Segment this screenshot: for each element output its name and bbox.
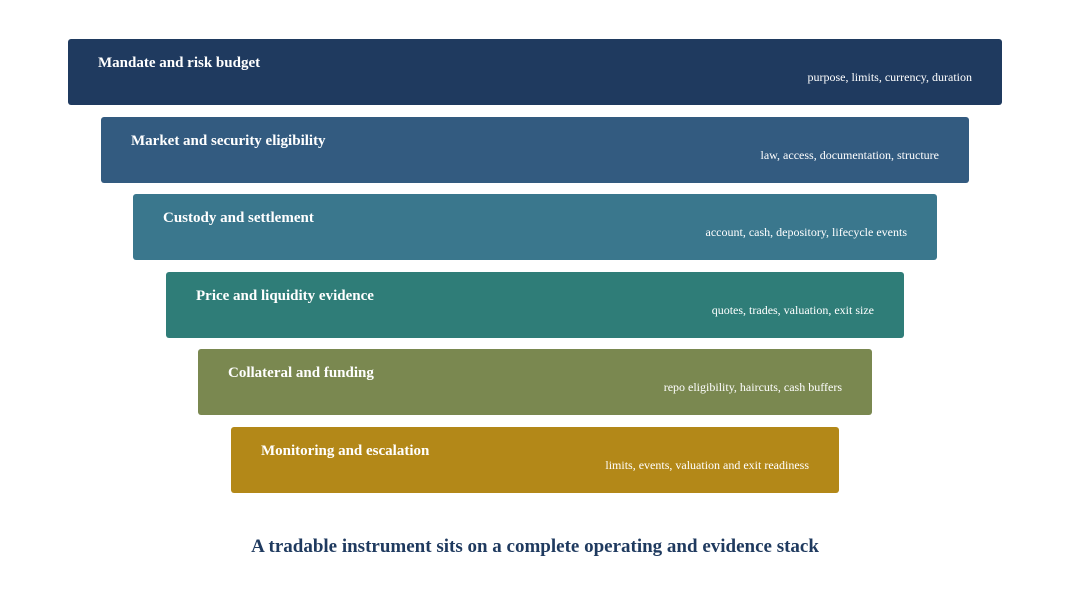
layer-mandate-risk-budget: Mandate and risk budget purpose, limits,… <box>68 39 1002 105</box>
layer-detail: purpose, limits, currency, duration <box>807 70 972 84</box>
layer-title: Collateral and funding <box>228 365 374 381</box>
layer-detail: law, access, documentation, structure <box>760 148 940 162</box>
layer-market-security-eligibility: Market and security eligibility law, acc… <box>101 117 969 183</box>
layer-title: Custody and settlement <box>163 210 314 226</box>
layer-title: Price and liquidity evidence <box>196 288 374 304</box>
layer-monitoring-escalation: Monitoring and escalation limits, events… <box>231 427 839 493</box>
layer-title: Monitoring and escalation <box>261 443 430 459</box>
layer-title: Mandate and risk budget <box>98 55 261 71</box>
layer-detail: limits, events, valuation and exit readi… <box>605 458 809 472</box>
diagram-caption: A tradable instrument sits on a complete… <box>251 536 819 557</box>
layer-custody-settlement: Custody and settlement account, cash, de… <box>133 194 937 260</box>
layer-detail: repo eligibility, haircuts, cash buffers <box>663 380 842 394</box>
layer-detail: account, cash, depository, lifecycle eve… <box>705 225 907 239</box>
layer-detail: quotes, trades, valuation, exit size <box>711 303 874 317</box>
layer-price-liquidity-evidence: Price and liquidity evidence quotes, tra… <box>166 272 904 338</box>
layer-collateral-funding: Collateral and funding repo eligibility,… <box>198 349 872 415</box>
layer-title: Market and security eligibility <box>131 133 326 149</box>
